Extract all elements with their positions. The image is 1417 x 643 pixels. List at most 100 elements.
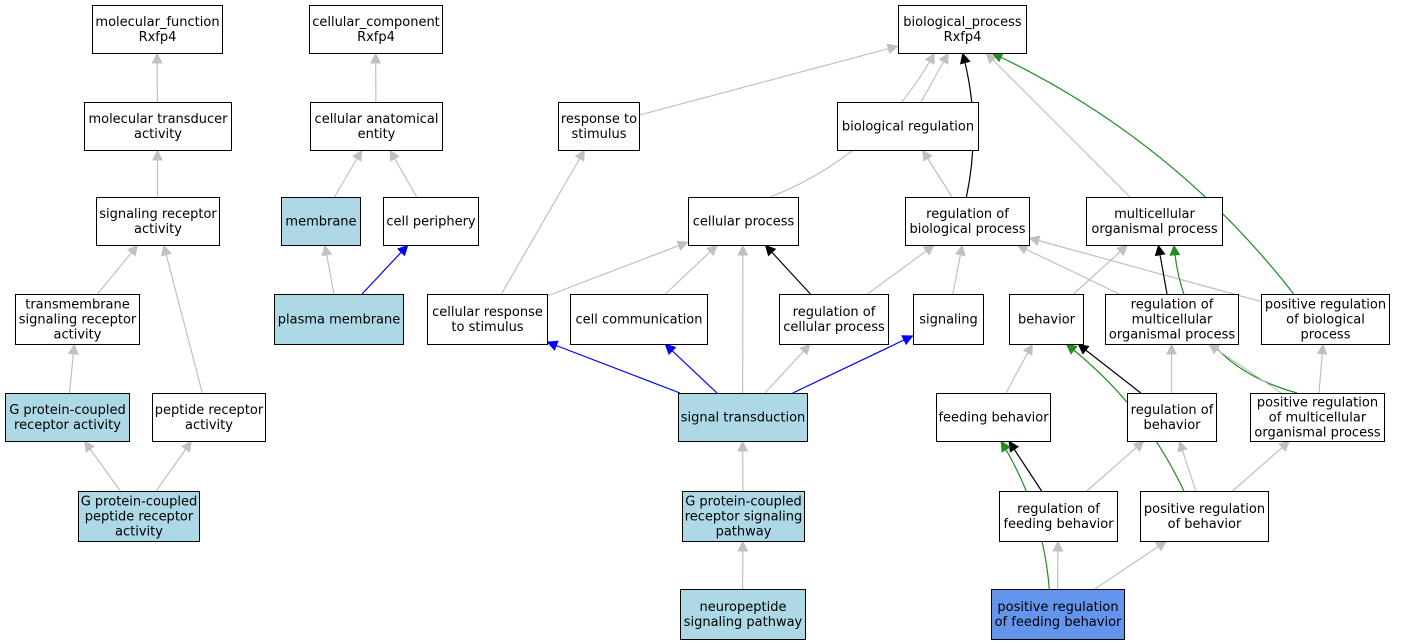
edge-is-a-mem-to-cae xyxy=(333,149,363,198)
node-box[interactable] xyxy=(84,102,232,151)
node-label-line: regulation of xyxy=(1017,502,1100,517)
node-label-line: multicellular xyxy=(1132,313,1213,328)
node-label-line: positive regulation xyxy=(1257,396,1378,411)
edge-part-of-pm-to-cper xyxy=(361,244,409,295)
go-term-node-pm[interactable]: plasma membrane xyxy=(274,294,404,345)
node-label-line: feeding behavior xyxy=(1003,517,1114,532)
node-box[interactable] xyxy=(310,102,443,151)
node-box[interactable] xyxy=(905,197,1030,246)
node-label-line: Rxfp4 xyxy=(944,30,982,45)
node-box[interactable] xyxy=(383,197,479,246)
go-term-node-sig[interactable]: signaling xyxy=(913,294,984,345)
node-box[interactable] xyxy=(281,197,361,246)
node-label-line: of behavior xyxy=(1168,517,1242,532)
node-box[interactable] xyxy=(1250,393,1385,442)
node-label-line: positive regulation xyxy=(997,600,1118,615)
node-label-line: cellular response xyxy=(432,305,543,320)
node-box[interactable] xyxy=(688,197,799,246)
edge-is-a-prbeh-to-prmop xyxy=(1232,440,1291,492)
node-box[interactable] xyxy=(309,5,443,54)
node-box[interactable] xyxy=(92,5,223,54)
go-term-node-fb[interactable]: feeding behavior xyxy=(936,393,1051,442)
node-label-line: signaling receptor xyxy=(19,313,137,328)
node-box[interactable] xyxy=(991,589,1125,640)
go-term-node-beh[interactable]: behavior xyxy=(1009,294,1084,345)
node-label-line: cell periphery xyxy=(386,215,476,230)
node-label-line: cellular anatomical xyxy=(315,112,439,127)
node-label-line: Rxfp4 xyxy=(139,30,177,45)
node-box[interactable] xyxy=(1105,294,1239,345)
node-label-line: G protein-coupled xyxy=(685,495,802,510)
node-box[interactable] xyxy=(1086,197,1223,246)
node-box[interactable] xyxy=(427,294,548,345)
node-box[interactable] xyxy=(898,5,1027,54)
node-box[interactable] xyxy=(1127,393,1217,442)
node-box[interactable] xyxy=(936,393,1051,442)
go-term-node-cproc[interactable]: cellular process xyxy=(688,197,799,246)
node-label-line: signaling pathway xyxy=(684,615,803,630)
node-label-line: activity xyxy=(134,127,182,142)
node-box[interactable] xyxy=(680,589,806,640)
edge-part-of-st-to-crts xyxy=(546,340,681,394)
node-box[interactable] xyxy=(96,197,220,246)
node-label-line: G protein-coupled xyxy=(9,403,126,418)
node-label-line: transmembrane xyxy=(25,298,130,313)
edge-is-a-pra-to-sra xyxy=(161,244,203,394)
node-box[interactable] xyxy=(779,294,889,345)
edge-is-a-st-to-rcp xyxy=(764,343,811,394)
node-box[interactable] xyxy=(682,491,805,542)
node-box[interactable] xyxy=(152,393,266,442)
edge-is-a-breg-to-bp xyxy=(920,52,950,103)
edge-is-a-tsra-to-sra xyxy=(97,244,139,295)
node-box[interactable] xyxy=(570,294,708,345)
edge-is-a-rts-to-bp xyxy=(638,43,899,116)
edge-is-a-rcp-to-rbp xyxy=(867,244,935,295)
node-box[interactable] xyxy=(1261,294,1390,345)
node-box[interactable] xyxy=(274,294,404,345)
node-label-line: organismal process xyxy=(1091,222,1217,237)
go-term-node-breg[interactable]: biological regulation xyxy=(837,102,979,151)
go-term-node-mem[interactable]: membrane xyxy=(281,197,361,246)
node-box[interactable] xyxy=(558,102,640,151)
node-box[interactable] xyxy=(5,393,130,442)
edge-is-a-rbp-to-breg xyxy=(921,149,953,198)
node-box[interactable] xyxy=(1140,491,1269,542)
node-box[interactable] xyxy=(1009,294,1084,345)
node-box[interactable] xyxy=(15,294,140,345)
go-term-node-ccomm[interactable]: cell communication xyxy=(570,294,708,345)
go-term-node-cper[interactable]: cell periphery xyxy=(383,197,479,246)
node-box[interactable] xyxy=(78,491,200,542)
node-box[interactable] xyxy=(913,294,984,345)
edge-is-a-rmop-to-rbp xyxy=(1016,244,1120,295)
node-label-line: activity xyxy=(54,328,102,343)
node-label-line: membrane xyxy=(285,215,356,230)
go-term-node-st[interactable]: signal transduction xyxy=(678,393,808,442)
node-box[interactable] xyxy=(837,102,979,151)
node-box[interactable] xyxy=(999,491,1118,542)
node-box[interactable] xyxy=(678,393,808,442)
